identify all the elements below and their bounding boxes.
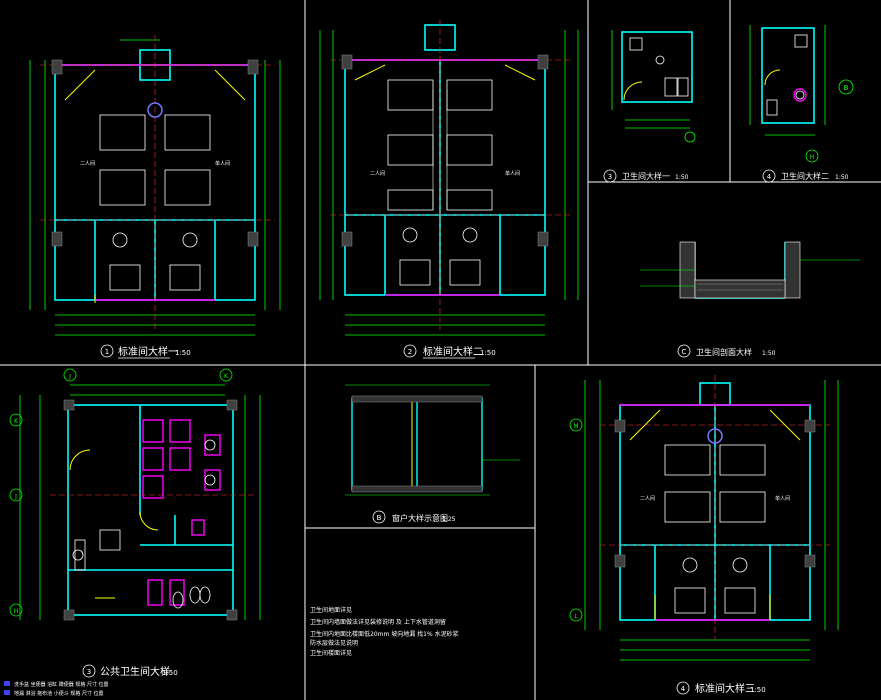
note-line: 卫生间地面详见 — [310, 606, 352, 614]
note-line: 卫生间楼面详见 — [310, 649, 352, 657]
drawing-scale: 1:50 — [750, 686, 766, 694]
drawing-scale: 1:25 — [442, 516, 456, 523]
drawing-title-5: 3 公共卫生间大样 1:50 — [82, 664, 178, 678]
drawing-title: 标准间大样三 — [695, 682, 755, 695]
drawing-number: B — [377, 514, 382, 522]
room-label: 二人间 — [370, 170, 385, 177]
axis-label: L — [574, 613, 578, 620]
svg-text:B: B — [844, 84, 849, 92]
plan-standard-room-3: 二人间 单人间 M L 4 标准间大样三 1:50 — [569, 375, 839, 695]
drawing-number: 1 — [105, 348, 109, 356]
grid-bubble-b: B — [838, 79, 854, 95]
drawing-title: 卫生间大样一 — [622, 171, 670, 181]
note-line: 卫生间内地面比楼面低20mm 坡向地漏 找1% 水泥砂浆 — [310, 630, 459, 638]
axis-label: J — [14, 493, 17, 500]
general-notes: 卫生间地面详见 卫生间内墙面做法详见装修说明 及 上下水管道洞留 卫生间内地面比… — [310, 606, 459, 657]
drawing-title: 标准间大样二 — [423, 345, 483, 358]
legend-line: 洗手盆 坐便器 浴缸 蹲便器 规格 尺寸 位置 — [14, 681, 109, 688]
axis-label: H — [14, 608, 19, 615]
drawing-number: C — [682, 348, 687, 356]
room-label: 二人间 — [80, 160, 95, 167]
drawing-number: 3 — [87, 668, 91, 676]
drawing-title-b: B 窗户大样示意图 1:25 — [372, 510, 456, 524]
drawing-scale: 1:50 — [162, 669, 178, 677]
axis-label: J — [68, 373, 71, 380]
plan-bathroom-2: B H 4 卫生间大样二 1:50 — [749, 25, 854, 183]
grid-bubble-h: H — [805, 149, 819, 163]
drawing-title: 标准间大样一 — [118, 345, 178, 358]
detail-window-b: B 窗户大样示意图 1:25 — [345, 384, 520, 524]
drawing-scale: 1:50 — [675, 174, 689, 181]
drawing-title: 卫生间剖面大样 — [696, 347, 752, 357]
drawing-title: 窗户大样示意图 — [392, 513, 448, 523]
drawing-number: 3 — [608, 173, 612, 181]
plan-public-restroom: J K K J H 3 公共卫生间大样 1:50 洗手盆 坐便器 浴缸 蹲便器 … — [4, 368, 261, 697]
axis-label: M — [573, 423, 578, 430]
drawing-number: 4 — [767, 173, 772, 181]
plan-standard-room-2: 二人间 单人间 2 标准间大样二 1:50 — [319, 20, 579, 359]
drawing-title-6: 4 标准间大样三 1:50 — [676, 681, 766, 695]
drawing-number: 4 — [681, 685, 686, 693]
room-label: 单人间 — [505, 170, 520, 177]
axis-label: K — [14, 418, 19, 425]
note-line: 卫生间内墙面做法详见装修说明 及 上下水管道洞留 — [310, 618, 446, 626]
drawing-title-3: 3 卫生间大样一 1:50 — [603, 169, 689, 183]
drawing-scale: 1:50 — [480, 349, 496, 357]
drawing-scale: 1:50 — [175, 349, 191, 357]
drawing-title-c: C 卫生间剖面大样 1:50 — [677, 344, 776, 358]
note-line: 防水层做法见说明 — [310, 639, 358, 647]
svg-text:H: H — [810, 154, 815, 161]
section-bathroom-c: C 卫生间剖面大样 1:50 — [640, 241, 860, 358]
legend: 洗手盆 坐便器 浴缸 蹲便器 规格 尺寸 位置 地漏 淋浴 拖布池 小便斗 规格… — [4, 681, 109, 697]
axis-label: K — [224, 373, 229, 380]
room-label: 单人间 — [775, 495, 790, 502]
drawing-number: 2 — [408, 348, 412, 356]
drawing-scale: 1:50 — [835, 174, 849, 181]
drawing-title-1: 1 标准间大样一 1:50 — [100, 344, 191, 359]
drawing-title: 公共卫生间大样 — [100, 665, 170, 678]
plan-standard-room-1: 二人间 单人间 1 标准间大样一 1:50 — [29, 35, 281, 359]
drawing-scale: 1:50 — [762, 350, 776, 357]
drawing-title-4: 4 卫生间大样二 1:50 — [762, 169, 849, 183]
drawing-title-2: 2 标准间大样二 1:50 — [403, 344, 496, 359]
legend-line: 地漏 淋浴 拖布池 小便斗 规格 尺寸 位置 — [14, 690, 104, 697]
drawing-title: 卫生间大样二 — [781, 171, 829, 181]
room-label: 单人间 — [215, 160, 230, 167]
plan-bathroom-1: 3 卫生间大样一 1:50 — [603, 30, 696, 183]
room-label: 二人间 — [640, 495, 655, 502]
